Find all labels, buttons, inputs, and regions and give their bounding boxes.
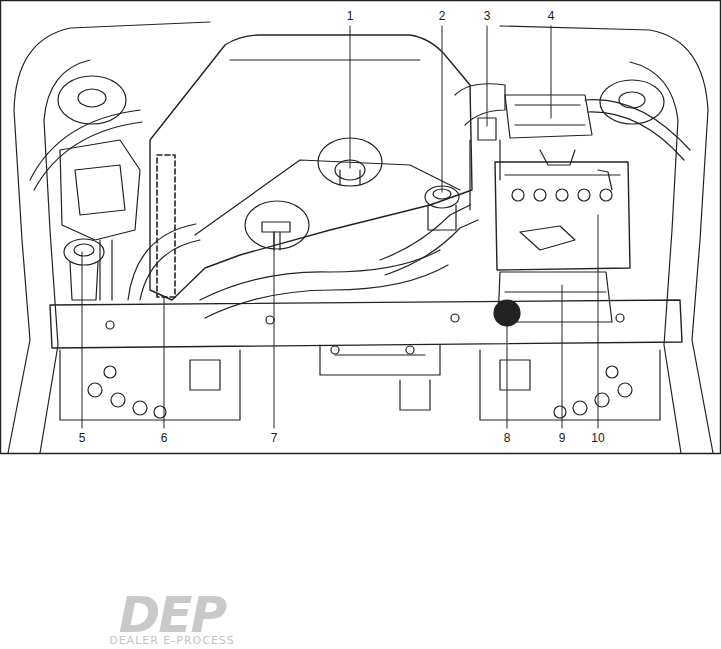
line-art-part [331, 346, 339, 354]
line-art-part [200, 250, 440, 300]
line-art-part [554, 406, 566, 418]
callout-number: 6 [160, 431, 169, 445]
line-art-part [274, 232, 280, 250]
callout-number: 3 [483, 9, 492, 23]
line-art-part [442, 26, 443, 192]
line-art-part [50, 300, 682, 348]
line-art-part [335, 354, 425, 355]
line-art-part [190, 360, 220, 390]
line-art-part [111, 393, 125, 407]
line-art-part [164, 297, 165, 428]
line-art-part [578, 189, 590, 201]
line-art-part [494, 300, 520, 326]
line-art-part [245, 201, 309, 249]
line-art-part [507, 326, 508, 428]
watermark-logo: DEP [119, 590, 225, 640]
line-art-part [598, 215, 599, 428]
line-art-part [500, 360, 530, 390]
line-art-part [556, 189, 568, 201]
line-art-part [600, 80, 664, 124]
line-art-part [385, 220, 478, 275]
line-art-part [157, 155, 175, 297]
line-art-part [104, 366, 116, 378]
line-art-part [78, 89, 106, 107]
line-art-part [380, 205, 470, 260]
line-art-part [487, 26, 488, 126]
line-art-part [512, 189, 524, 201]
line-art-part [128, 224, 196, 300]
line-art-part [195, 160, 460, 235]
line-art [1, 1, 721, 454]
line-art-part [88, 383, 102, 397]
line-art-part [150, 35, 472, 300]
line-art-part [75, 165, 125, 215]
line-art-part [74, 244, 94, 256]
callout-number: 4 [547, 9, 556, 23]
callout-number: 2 [438, 9, 447, 23]
line-art-part [618, 383, 632, 397]
line-art-part [534, 189, 546, 201]
callout-number: 7 [270, 431, 279, 445]
line-art-part [230, 59, 420, 60]
callout-number: 5 [78, 431, 87, 445]
line-art-part [600, 189, 612, 201]
line-art-part [34, 122, 142, 190]
line-art-part [606, 366, 618, 378]
line-art-part [540, 150, 575, 165]
line-art-part [400, 380, 430, 410]
line-art-part [505, 174, 620, 175]
watermark-text: DEALER E-PROCESS [109, 634, 235, 647]
line-art-part [455, 84, 505, 125]
line-art-part [428, 205, 456, 230]
line-art-part [406, 346, 414, 354]
line-art-part [515, 105, 585, 125]
line-art-part [350, 26, 351, 168]
line-art-part [495, 162, 630, 270]
line-art-part [70, 262, 98, 300]
line-art-part [588, 112, 684, 160]
line-art-part [82, 252, 83, 428]
line-art-part [205, 265, 448, 318]
line-art-part [58, 76, 126, 124]
line-art-part [551, 26, 552, 118]
line-art-part [616, 314, 624, 322]
line-art-part [595, 393, 609, 407]
line-art-part [520, 226, 575, 250]
callout-number: 8 [503, 431, 512, 445]
line-art-part [262, 222, 290, 232]
line-art-part [266, 316, 274, 324]
line-art-part [274, 232, 275, 428]
line-art-part [60, 140, 140, 240]
line-art-part [505, 291, 606, 292]
line-art-part [100, 240, 112, 300]
line-art-part [562, 285, 563, 428]
line-art-part [619, 92, 645, 108]
line-art-part [505, 95, 592, 138]
line-art-part [500, 26, 713, 453]
callout-number: 1 [346, 9, 355, 23]
line-art-part [8, 22, 210, 453]
line-art-part [320, 345, 440, 375]
line-art-part [106, 321, 114, 329]
line-art-part [133, 401, 147, 415]
line-art-part [340, 170, 360, 185]
line-art-part [451, 314, 459, 322]
callout-number: 10 [590, 431, 605, 445]
line-art-part [573, 401, 587, 415]
line-art-part [60, 350, 240, 420]
line-art-part [598, 170, 612, 190]
line-art-part [585, 100, 690, 150]
line-art-part [630, 62, 681, 453]
line-art-part [64, 239, 104, 265]
callout-number: 9 [558, 431, 567, 445]
line-art-part [30, 110, 140, 180]
line-art-part [1, 1, 721, 454]
